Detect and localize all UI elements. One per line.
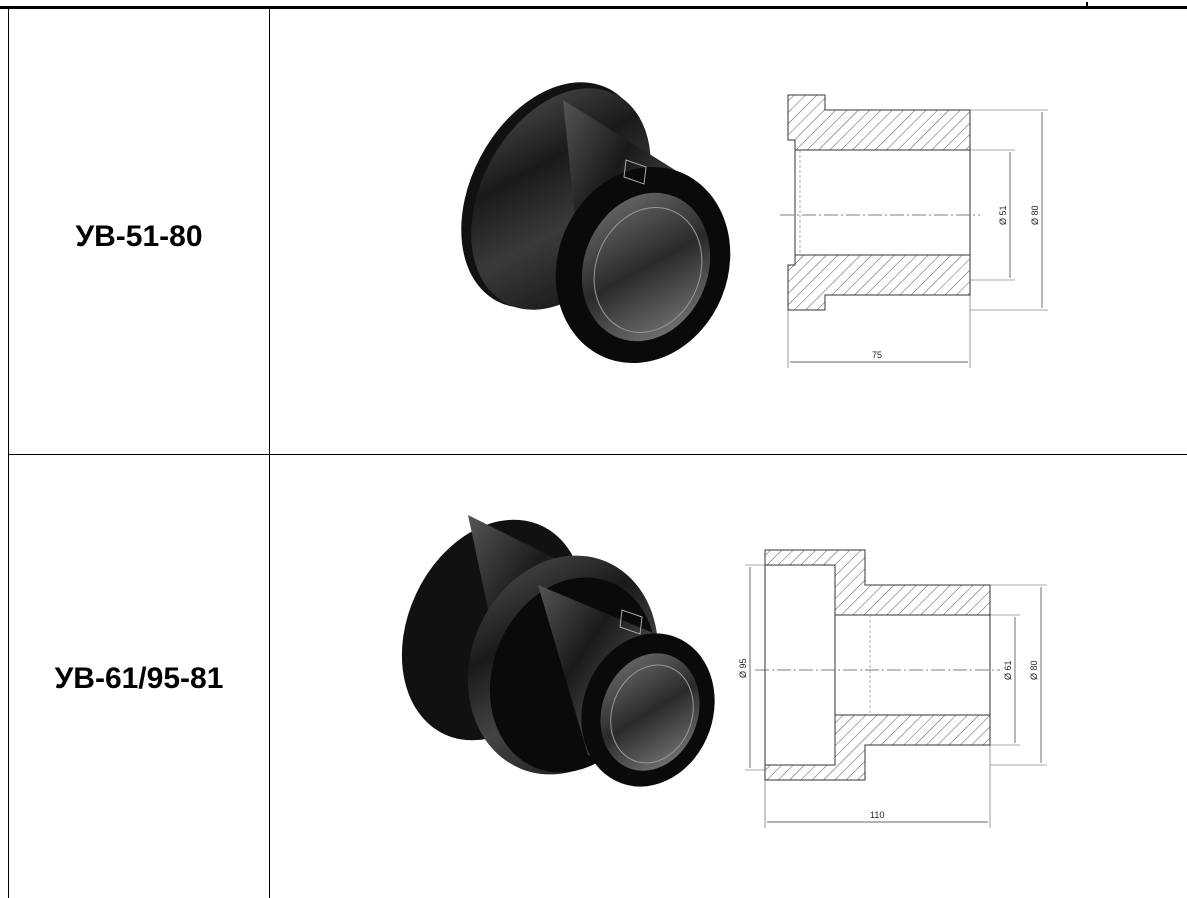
bushing-render-2 <box>401 515 715 787</box>
dim-inner-diameter-2: Ø 61 <box>1003 660 1013 680</box>
table-left-border <box>8 9 9 898</box>
product-code-2: УВ-61/95-81 <box>54 662 224 695</box>
bushing-render-1 <box>461 82 731 364</box>
bushing-section-2: Ø 95 Ø 61 Ø 80 110 <box>738 549 1047 828</box>
dim-outer-diameter-2: Ø 80 <box>1029 660 1039 680</box>
top-rule <box>0 6 1187 9</box>
table-column-divider <box>269 9 270 898</box>
table-row-divider <box>8 454 1187 455</box>
dim-inner-diameter-1: Ø 51 <box>998 205 1008 225</box>
dim-flange-diameter-2: Ø 95 <box>738 658 748 678</box>
dim-length-2: 110 <box>870 810 884 820</box>
product-code-1: УВ-51-80 <box>75 220 203 253</box>
dim-length-1: 75 <box>872 350 882 360</box>
bushing-section-1: Ø 51 Ø 80 75 <box>780 94 1048 368</box>
page-mark <box>1086 2 1088 7</box>
dim-outer-diameter-1: Ø 80 <box>1030 205 1040 225</box>
